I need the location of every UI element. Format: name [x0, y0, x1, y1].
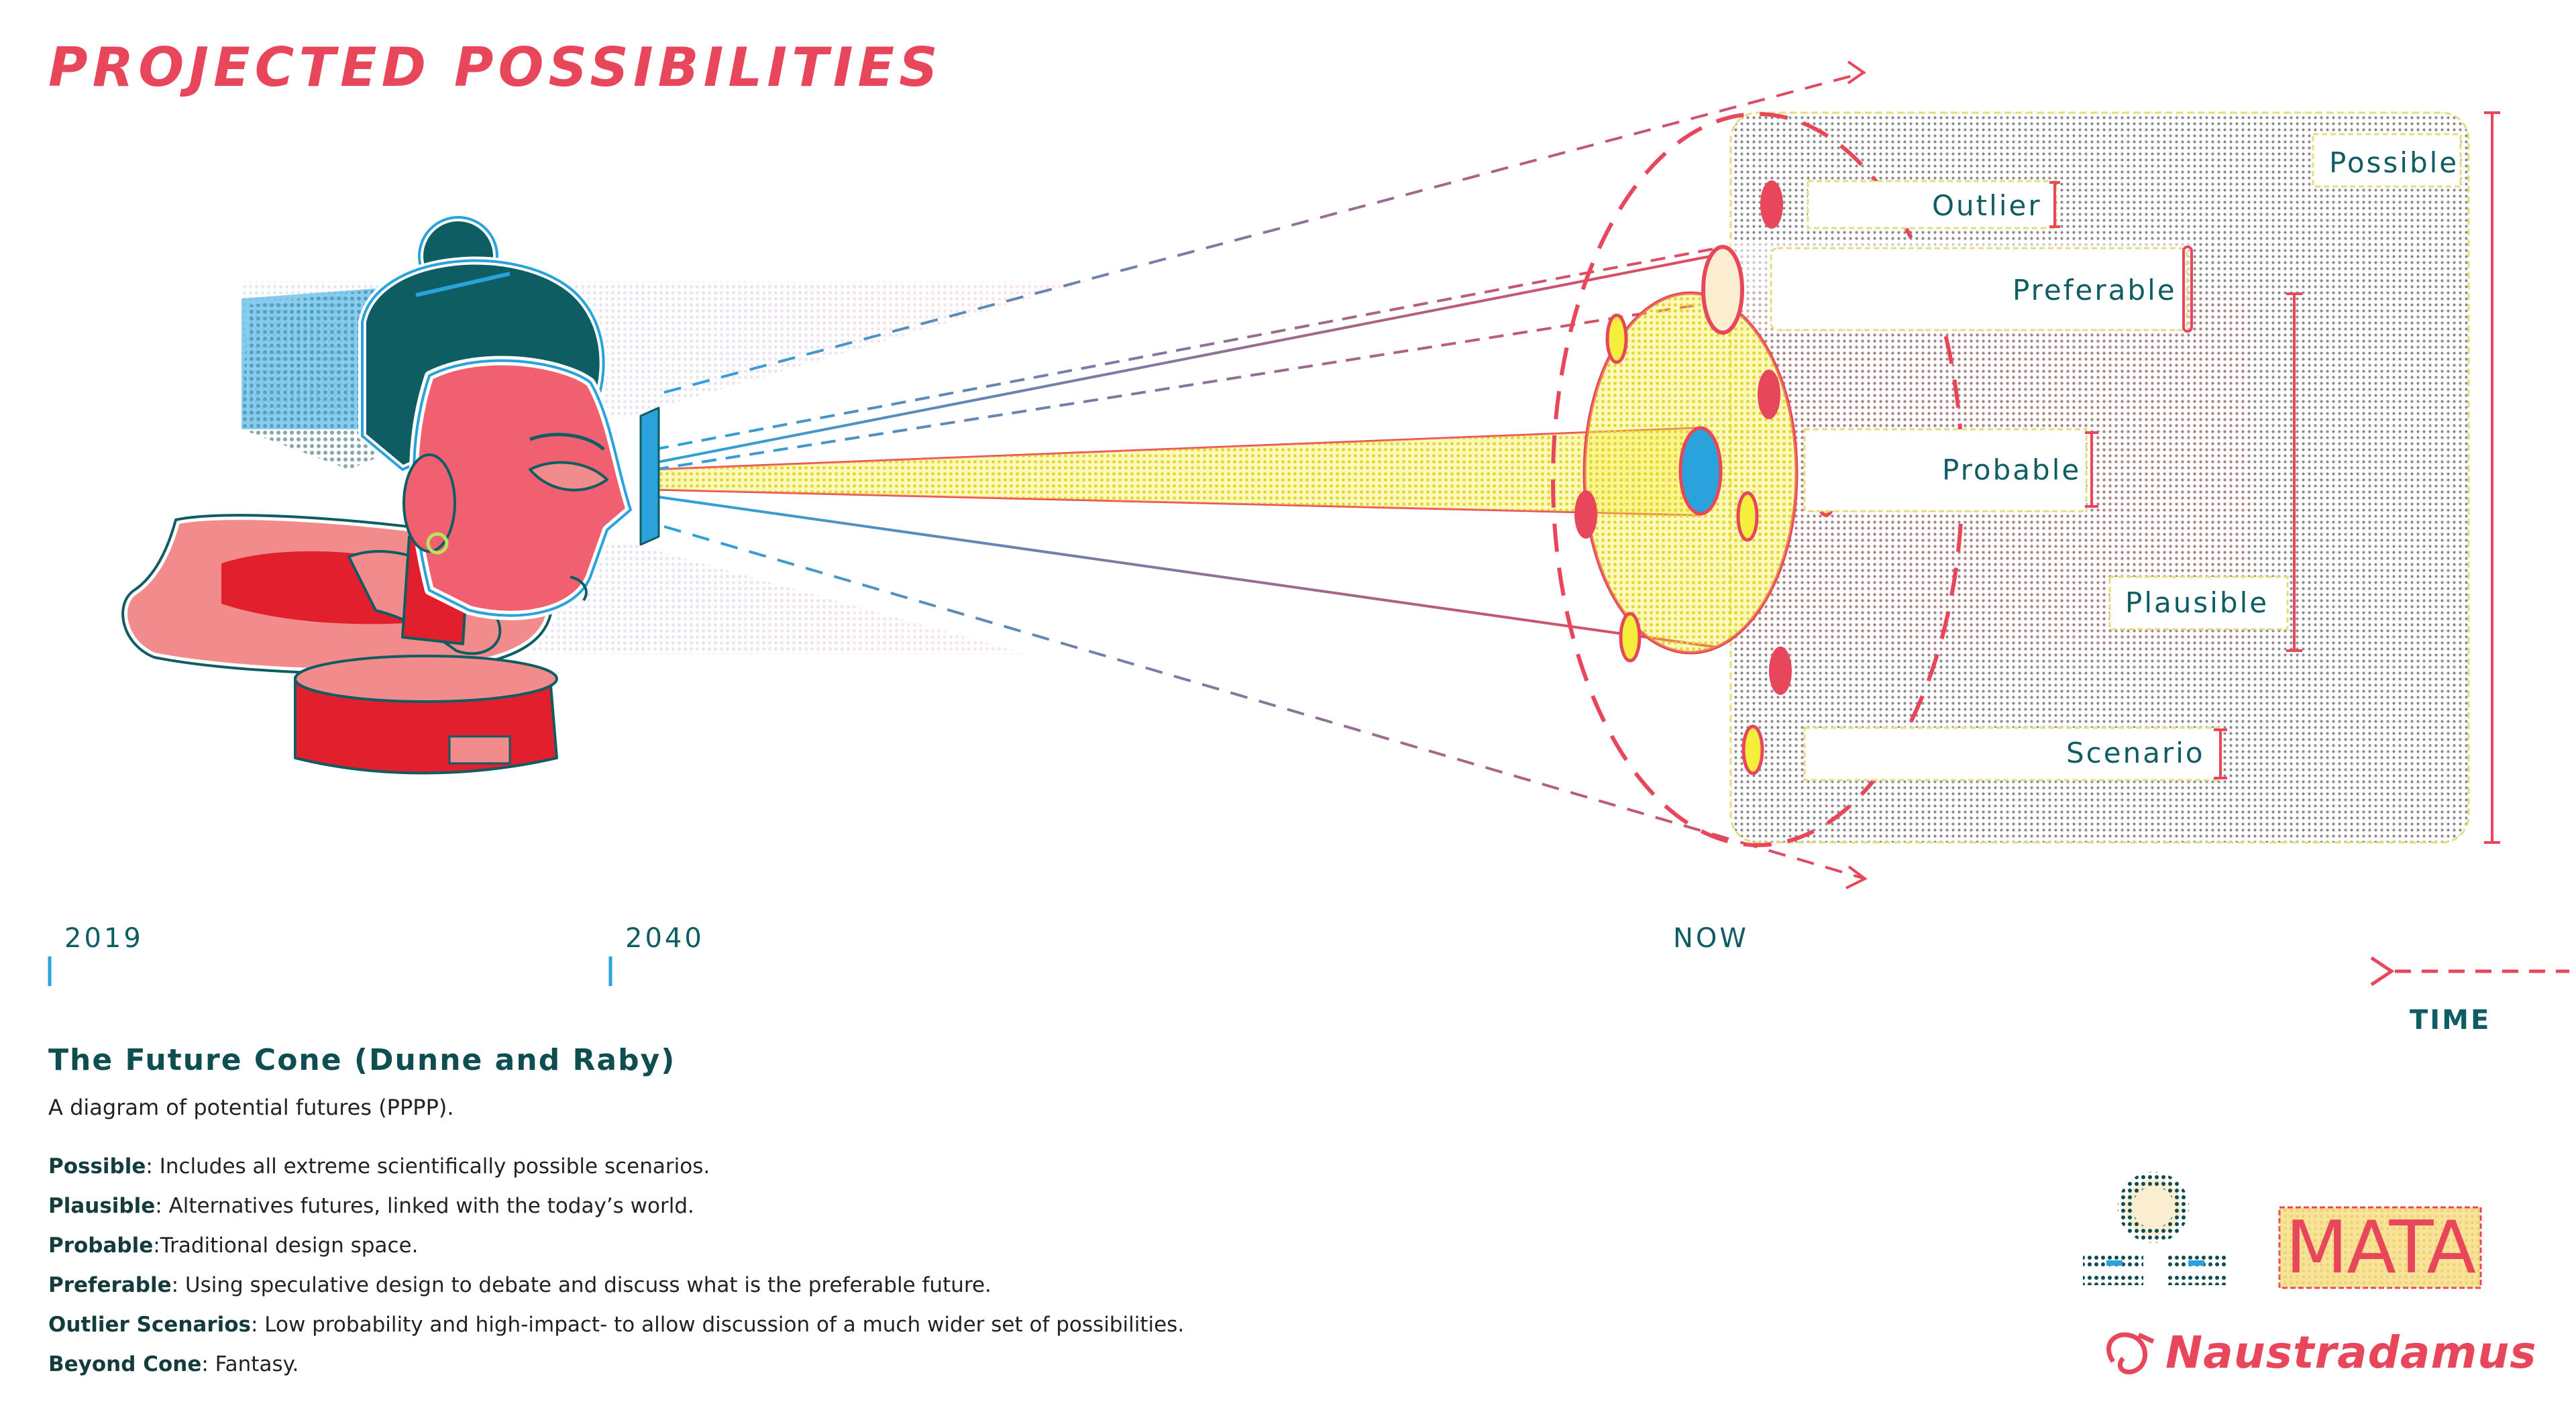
preferable-marker: [1701, 245, 1744, 335]
legend-item-possible: Possible: Includes all extreme scientifi…: [48, 1154, 710, 1179]
mata-logo: MATA: [2285, 1205, 2476, 1290]
probable-core: [1678, 426, 1723, 516]
timeline-2019: 2019: [64, 923, 144, 954]
emblem-logo: [2083, 1172, 2226, 1285]
range-brackets: [2049, 111, 2500, 844]
timeline-now: NOW: [1673, 923, 1749, 954]
label-possible: Possible: [2329, 146, 2459, 179]
legend-item-beyond-cone: Beyond Cone: Fantasy.: [48, 1352, 299, 1376]
page-title: PROJECTED POSSIBILITIES: [48, 36, 943, 99]
legend-item-probable: Probable:Traditional design space.: [48, 1234, 419, 1258]
time-arrowhead: [2370, 956, 2395, 987]
label-preferable: Preferable: [2012, 274, 2177, 307]
cone-lower-arrowhead: [1845, 865, 1868, 889]
legend-heading: The Future Cone (Dunne and Raby): [48, 1043, 676, 1077]
legend-item-outlier: Outlier Scenarios: Low probability and h…: [48, 1313, 1185, 1337]
label-boxes: [1770, 133, 2462, 781]
cone-upper-dashed: [663, 71, 1866, 394]
label-probable: Probable: [1942, 453, 2082, 486]
label-outlier: Outlier: [1932, 189, 2042, 222]
legend-subtitle: A diagram of potential futures (PPPP).: [48, 1095, 454, 1120]
preferable-tab: [2182, 245, 2193, 333]
legend-item-preferable: Preferable: Using speculative design to …: [48, 1273, 991, 1297]
timeline-time-label: TIME: [2410, 1005, 2491, 1036]
head-illustration: [118, 213, 660, 775]
cone-lower-dashed: [663, 525, 1866, 880]
cone-upper-arrowhead: [1847, 60, 1866, 85]
label-scenario: Scenario: [2066, 736, 2205, 769]
sight-rays: [653, 247, 1718, 649]
legend-item-plausible: Plausible: Alternatives futures, linked …: [48, 1194, 694, 1218]
naustradamus-logo: Naustradamus: [2165, 1327, 2537, 1378]
timeline-2040: 2040: [625, 923, 704, 954]
label-plausible: Plausible: [2125, 586, 2269, 619]
naustradamus-symbol: [2106, 1332, 2155, 1374]
legend: The Future Cone (Dunne and Raby) A diagr…: [48, 1043, 1658, 1384]
